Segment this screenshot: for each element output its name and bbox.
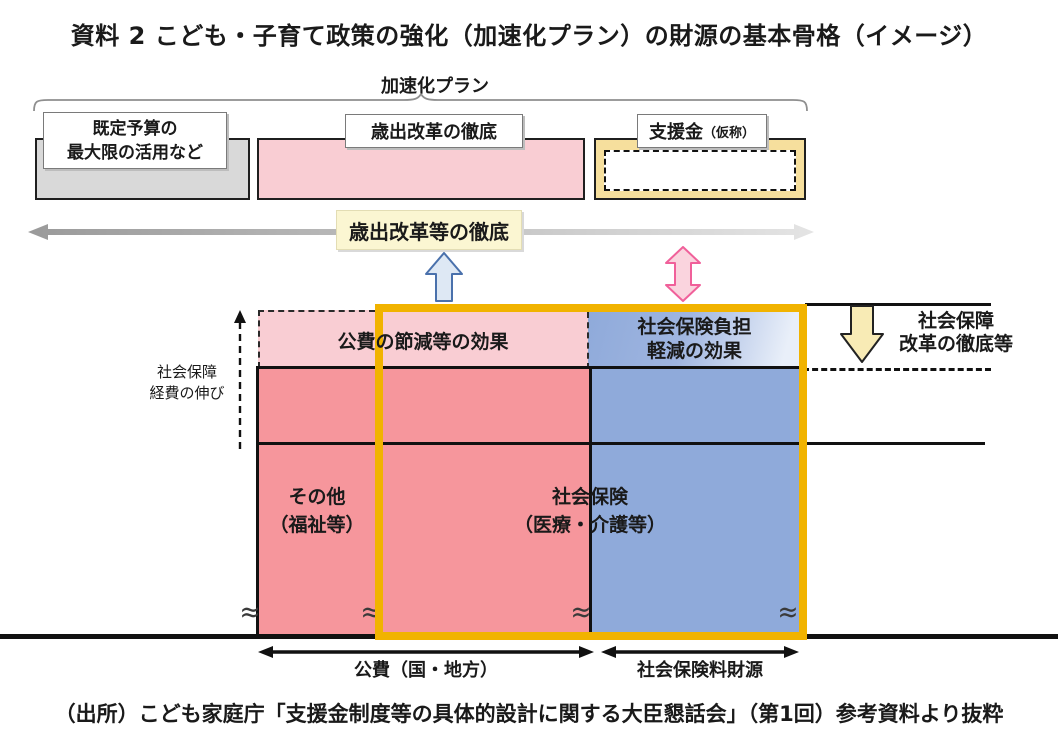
axis-break-icon: ≈: [570, 594, 592, 629]
public-cost-saving-band-outer: [258, 310, 375, 368]
axis-break-icon: ≈: [239, 594, 261, 629]
source-citation: （出所）こども家庭庁「支援金制度等の具体的設計に関する大臣懇話会」（第1回）参考…: [54, 702, 1004, 726]
social-insurance-cell-label: 社会保険 （医療・介護等）: [513, 486, 666, 536]
box-vertical-divider: [589, 366, 592, 637]
existing-budget-callout: 既定予算の 最大限の活用など: [43, 112, 227, 169]
acceleration-plan-frame: [375, 304, 807, 640]
up-down-arrow-icon: [665, 246, 701, 302]
social-security-reform-note: 社会保障 改革の徹底等: [898, 310, 1013, 355]
reform-arrow-label: 歳出改革等の徹底: [336, 210, 522, 250]
right-solid-line: [807, 442, 985, 445]
box-top-line: [256, 366, 807, 369]
insurance-burden-band: [588, 312, 799, 369]
support-fund-callout-sub: （仮称）: [702, 125, 755, 141]
insurance-burden-header: 社会保険負担 軽減の効果: [637, 316, 752, 362]
box-mid-line: [256, 442, 807, 445]
insurance-fund-column: [592, 369, 799, 636]
public-fund-column: [259, 369, 590, 636]
axis-break-icon: ≈: [777, 594, 799, 629]
expenditure-reform-callout: 歳出改革の徹底: [345, 114, 523, 148]
insurance-premium-axis-label: 社会保険料財源: [637, 660, 763, 681]
page-title: 資料 2 こども・子育て政策の強化（加速化プラン）の財源の基本骨格（イメージ）: [70, 22, 988, 50]
public-fund-span-arrow-icon: [258, 646, 594, 658]
brace-icon: [33, 94, 808, 112]
expense-growth-axis-arrow-icon: [234, 310, 246, 450]
support-fund-callout: 支援金（仮称）: [637, 114, 767, 148]
support-fund-dashed-placeholder: [604, 150, 796, 191]
right-dashed-line: [803, 368, 991, 371]
expense-growth-axis-label: 社会保障 経費の伸び: [149, 363, 225, 402]
public-cost-saving-header: 公費の節減等の効果: [337, 331, 509, 353]
public-cost-saving-band: [383, 312, 588, 369]
expenditure-reform-box: [257, 138, 585, 200]
box-left-border: [256, 366, 259, 637]
down-arrow-icon: [840, 305, 884, 363]
public-fund-axis-label: 公費（国・地方）: [354, 660, 498, 681]
support-fund-callout-main: 支援金: [648, 122, 703, 143]
up-arrow-icon: [425, 252, 463, 302]
acceleration-plan-label: 加速化プラン: [381, 76, 489, 97]
other-welfare-cell-label: その他 （福祉等）: [269, 486, 365, 536]
insurance-premium-span-arrow-icon: [601, 646, 799, 658]
right-top-line: [805, 303, 991, 306]
band-dashed-divider: [587, 312, 589, 369]
